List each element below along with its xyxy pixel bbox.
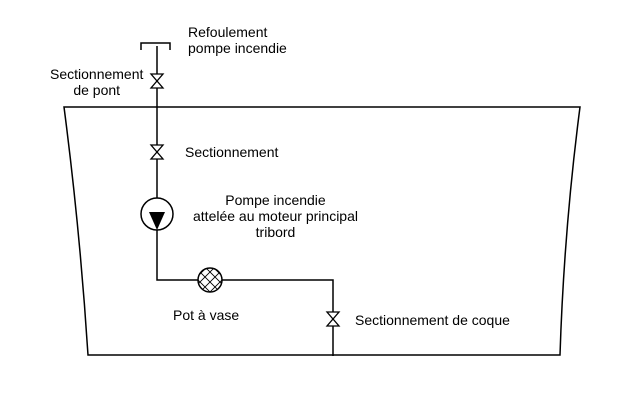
suction-pipe [156, 230, 198, 281]
fire-pump-label: Pompe incendie attelée au moteur princip… [188, 192, 363, 240]
discharge-label: Refoulement pompe incendie [188, 24, 287, 56]
hull-outline [63, 106, 581, 356]
discharge-label-line1: Refoulement [188, 24, 268, 40]
discharge-label-line2: pompe incendie [188, 40, 287, 56]
fire-pump-label-line2: attelée au moteur principal [193, 208, 358, 224]
discharge-outlet-symbol [140, 42, 171, 50]
deck-valve-label-line2: de pont [73, 82, 121, 98]
fire-pump-icon [140, 197, 174, 231]
fire-pump-label-line3: tribord [255, 224, 296, 240]
fire-pump-label-line1: Pompe incendie [225, 192, 326, 208]
strainer-label: Pot à vase [173, 307, 240, 323]
deck-valve-label: Sectionnement de pont [50, 66, 143, 98]
deck-valve-label-line1: Sectionnement [50, 66, 144, 82]
suction-pipe-right [222, 279, 334, 356]
isolation-valve-label: Sectionnement [185, 144, 279, 160]
deck-valve-icon [149, 73, 165, 89]
isolation-valve-icon [149, 144, 165, 160]
hull-valve-icon [325, 311, 341, 327]
hull-valve-label: Sectionnement de coque [355, 312, 510, 328]
